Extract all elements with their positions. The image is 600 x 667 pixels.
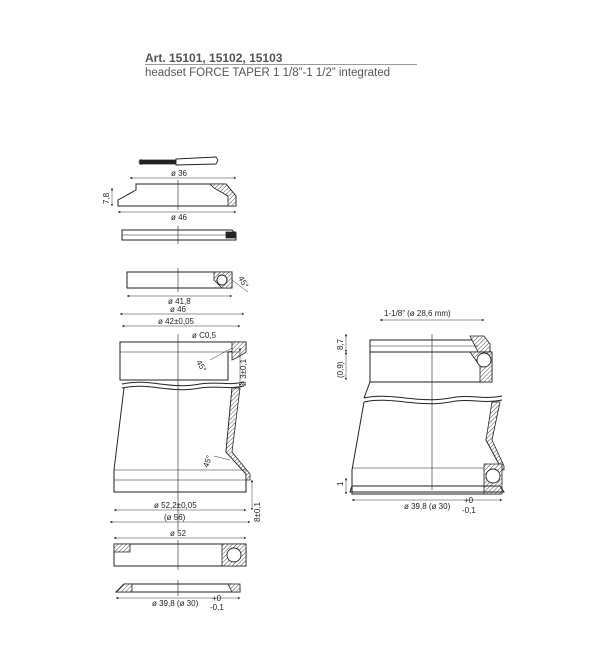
crown-race-tol-minus: -0,1: [210, 603, 224, 612]
steerer-label: 1-1/8” (ø 28,6 mm): [384, 309, 451, 318]
top-cap: ø 36 7,8 ø 46: [102, 169, 237, 222]
upper-bearing: [121, 226, 237, 244]
top-cap-dia-label: ø 36: [171, 169, 188, 178]
article-title: Art. 15101, 15102, 15103: [145, 51, 283, 65]
head-tube-cup: ø 46 ø 42±0,05 ø C0,5 45° ø 3±0,1 45° 8±…: [109, 305, 262, 530]
race-dia-label: ø 41,8: [168, 297, 191, 306]
assembled-tol-minus: -0,1: [462, 506, 476, 515]
assembled-view: 1-1/8” (ø 28,6 mm) 8,7 (0,9) 1 ø 39,8 (ø…: [336, 309, 505, 515]
crown-race: ø 39,8 (ø 30) +0 -0,1: [114, 580, 241, 612]
cup-depth-label: ø 3±0,1: [239, 358, 248, 386]
cup-inner-dia-label: ø 42±0,05: [158, 317, 195, 326]
crown-race-dia-label: ø 39,8 (ø 30): [152, 599, 199, 608]
cup-outer-dia-label: ø 46: [170, 305, 187, 314]
race-angle-label: 45°: [236, 275, 250, 290]
title-divider: [145, 64, 417, 65]
top-cap-height-label: 7,8: [102, 192, 111, 204]
compression-ring: [138, 156, 219, 166]
cup-bottom-depth-label: 8±0,1: [253, 501, 262, 522]
assembled-bottom-offset-label: 1: [336, 481, 345, 486]
assembled-tol-plus: +0: [464, 496, 474, 505]
lower-bearing: ø 52: [113, 529, 247, 570]
top-cap-base-dia-label: ø 46: [171, 213, 188, 222]
cup-bottom-outer-label: (ø 56): [164, 513, 186, 522]
lower-bearing-dia-label: ø 52: [170, 529, 187, 538]
crown-race-tol-plus: +0: [212, 594, 222, 603]
cup-chamfer-label: ø C0,5: [192, 331, 217, 340]
assembled-top-offset-label: (0,9): [336, 361, 345, 378]
article-subtitle: headset FORCE TAPER 1 1/8”-1 1/2” integr…: [145, 67, 391, 79]
assembled-crown-label: ø 39,8 (ø 30): [404, 502, 451, 511]
cup-bottom-dia-label: ø 52,2±0,05: [154, 501, 197, 510]
assembled-top-height-label: 8,7: [336, 338, 345, 350]
cup-bottom-angle-label: 45°: [201, 454, 214, 468]
cup-top-angle-label: 45°: [194, 359, 208, 374]
upper-race: 45° ø 41,8: [126, 268, 250, 306]
